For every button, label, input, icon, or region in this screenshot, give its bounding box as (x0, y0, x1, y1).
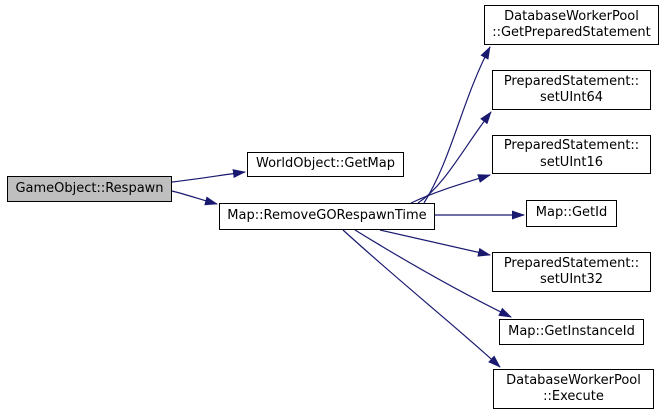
node-databaseworkerpool-getpreparedstatement[interactable]: DatabaseWorkerPool ::GetPreparedStatemen… (484, 5, 659, 45)
node-map-removegorespawntime[interactable]: Map::RemoveGORespawnTime (219, 203, 435, 230)
node-map-getinstanceid[interactable]: Map::GetInstanceId (499, 319, 644, 345)
edge-removegorespawntime-to-getpreparedstatement (423, 46, 491, 204)
node-preparedstatement-setuint32[interactable]: PreparedStatement:: setUInt32 (492, 252, 651, 292)
edge-removegorespawntime-to-setuint64 (417, 111, 492, 204)
edge-removegorespawntime-to-execute (342, 229, 501, 368)
node-preparedstatement-setuint64[interactable]: PreparedStatement:: setUInt64 (492, 70, 651, 110)
edge-respawn-to-removegorespawntime (171, 190, 218, 206)
node-gameobject-respawn: GameObject::Respawn (7, 176, 172, 202)
node-databaseworkerpool-execute[interactable]: DatabaseWorkerPool ::Execute (493, 369, 654, 409)
edge-removegorespawntime-to-getinstanceid (354, 229, 512, 318)
edge-removegorespawntime-to-setuint32 (379, 229, 491, 257)
edge-removegorespawntime-to-setuint16 (410, 174, 491, 204)
node-map-getid[interactable]: Map::GetId (526, 200, 617, 227)
node-worldobject-getmap[interactable]: WorldObject::GetMap (247, 152, 404, 177)
edge-respawn-to-getmap (171, 169, 246, 183)
node-preparedstatement-setuint16[interactable]: PreparedStatement:: setUInt16 (492, 135, 651, 174)
